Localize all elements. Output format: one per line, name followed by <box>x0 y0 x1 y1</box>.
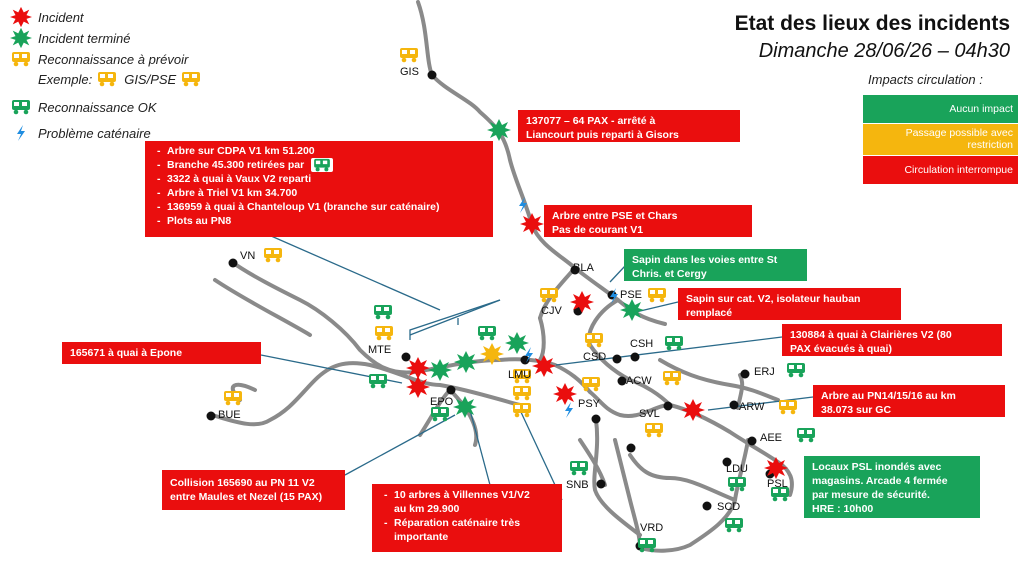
page-date: Dimanche 28/06/26 – 04h30 <box>758 40 1010 62</box>
legend-catenary-label: Problème caténaire <box>38 125 151 141</box>
note-list-item: Arbre à Triel V1 km 34.700 <box>157 186 485 200</box>
station-pse: PSE <box>620 289 643 301</box>
note-line: par mesure de sécurité. <box>812 489 930 501</box>
station-csh: CSH <box>630 338 654 350</box>
station-csd: CSD <box>583 351 607 363</box>
note-line: HRE : 10h00 <box>812 503 874 515</box>
note-list-text: au km 29.900 <box>394 503 460 515</box>
note-clairieres: 130884 à quai à Clairières V2 (80 PAX év… <box>782 324 1002 356</box>
legend-example-code: GIS/PSE <box>124 71 177 87</box>
station-mte: MTE <box>368 344 392 356</box>
legend-recon-todo-label: Reconnaissance à prévoir <box>38 51 189 67</box>
yellow-train-icon <box>98 72 117 87</box>
note-list-item-cont: au km 29.900 <box>394 502 554 516</box>
note-line: entre Maules et Nezel (15 PAX) <box>170 491 323 503</box>
legend-incident-done: Incident terminé <box>10 27 131 49</box>
impact-interrupted-box: Circulation interrompue <box>863 156 1018 184</box>
green-star-icon <box>10 27 32 49</box>
note-line: Sapin sur cat. V2, isolateur hauban <box>686 293 861 305</box>
note-line: Arbre au PN14/15/16 au km <box>821 390 956 402</box>
station-dots <box>206 70 775 551</box>
note-gisors: 137077 – 64 PAX - arrêté à Liancourt pui… <box>518 110 740 142</box>
note-list-item: 136959 à quai à Chanteloup V1 (branche s… <box>157 200 485 214</box>
legend-incident: Incident <box>10 6 84 28</box>
note-epone: 165671 à quai à Epone <box>62 342 261 364</box>
note-line: PAX évacués à quai) <box>790 343 892 355</box>
yellow-train-icon <box>182 72 201 87</box>
note-line: Collision 165690 au PN 11 V2 <box>170 477 315 489</box>
note-line: 38.073 sur GC <box>821 404 892 416</box>
legend-example: Exemple: GIS/PSE <box>38 70 208 88</box>
station-aee: AEE <box>760 432 783 444</box>
note-list-text: Branche 45.300 retirées par <box>167 159 305 171</box>
note-sapin-cat: Sapin sur cat. V2, isolateur hauban remp… <box>678 288 901 320</box>
station-bue: BUE <box>218 409 241 421</box>
note-pse-chars: Arbre entre PSE et Chars Pas de courant … <box>544 205 752 237</box>
red-star-icon <box>10 6 32 28</box>
page-title: Etat des lieux des incidents <box>734 12 1010 35</box>
note-list-item: Réparation caténaire très <box>384 516 554 530</box>
station-vn: VN <box>240 250 256 262</box>
station-acw: ACW <box>626 375 652 387</box>
impacts-label: Impacts circulation : <box>868 72 983 87</box>
note-list-item: Branche 45.300 retirées par <box>157 158 485 173</box>
note-list-item: Plots au PN8 <box>157 214 485 228</box>
station-scd: SCD <box>717 501 741 513</box>
note-villennes: 10 arbres à Villennes V1/V2 au km 29.900… <box>372 484 562 552</box>
note-list-item-cont: importante <box>394 530 554 544</box>
note-line: magasins. Arcade 4 fermée <box>812 475 948 487</box>
legend-recon-ok-label: Reconnaissance OK <box>38 99 157 115</box>
note-line: Sapin dans les voies entre St <box>632 254 778 266</box>
note-sapin-voies: Sapin dans les voies entre St Chris. et … <box>624 249 807 281</box>
station-epo: EPO <box>430 396 454 408</box>
green-train-icon <box>311 158 334 173</box>
note-line: remplacé <box>686 307 733 319</box>
note-pn14: Arbre au PN14/15/16 au km 38.073 sur GC <box>813 385 1005 417</box>
station-snb: SNB <box>566 479 589 491</box>
station-vrd: VRD <box>640 522 664 534</box>
note-line: 165671 à quai à Epone <box>70 347 183 359</box>
legend-incident-done-label: Incident terminé <box>38 30 131 46</box>
legend-recon-todo: Reconnaissance à prévoir <box>10 50 188 68</box>
impact-restricted-box: Passage possible avec restriction <box>863 124 1018 155</box>
note-list-item: Arbre sur CDPA V1 km 51.200 <box>157 144 485 158</box>
note-list-item: 3322 à quai à Vaux V2 reparti <box>157 172 485 186</box>
note-big-list: Arbre sur CDPA V1 km 51.200 Branche 45.3… <box>145 141 493 237</box>
station-cjv: CJV <box>541 305 562 317</box>
note-line: Chris. et Cergy <box>632 268 707 280</box>
note-gisors-line1: 137077 – 64 PAX - arrêté à <box>526 115 656 127</box>
note-line: 130884 à quai à Clairières V2 (80 <box>790 329 952 341</box>
note-list-item: 10 arbres à Villennes V1/V2 <box>384 488 554 502</box>
lightning-bolt-icon <box>17 125 25 141</box>
note-psl: Locaux PSL inondés avec magasins. Arcade… <box>804 456 980 518</box>
legend-catenary: Problème caténaire <box>10 124 151 142</box>
station-gis: GIS <box>400 66 419 78</box>
station-erj: ERJ <box>754 366 775 378</box>
note-line: Arbre entre PSE et Chars <box>552 210 678 222</box>
station-arw: ARW <box>739 401 765 413</box>
station-lmu: LMU <box>508 369 532 381</box>
note-line: Locaux PSL inondés avec <box>812 461 942 473</box>
green-train-icon <box>12 100 30 115</box>
legend-example-label: Exemple: <box>38 71 93 87</box>
station-psy: PSY <box>578 398 601 410</box>
station-psl: PSL <box>767 478 788 490</box>
legend-recon-ok: Reconnaissance OK <box>10 98 157 116</box>
legend-incident-label: Incident <box>38 9 84 25</box>
yellow-train-icon <box>12 52 30 67</box>
station-ldu: LDU <box>726 463 749 475</box>
station-svl: SVL <box>639 408 660 420</box>
note-gisors-line2: Liancourt puis reparti à Gisors <box>526 129 679 141</box>
note-list-text: importante <box>394 531 449 543</box>
station-bla: BLA <box>573 262 594 274</box>
impact-none-box: Aucun impact <box>863 95 1018 123</box>
note-collision: Collision 165690 au PN 11 V2 entre Maule… <box>162 470 345 510</box>
note-line: Pas de courant V1 <box>552 224 644 236</box>
